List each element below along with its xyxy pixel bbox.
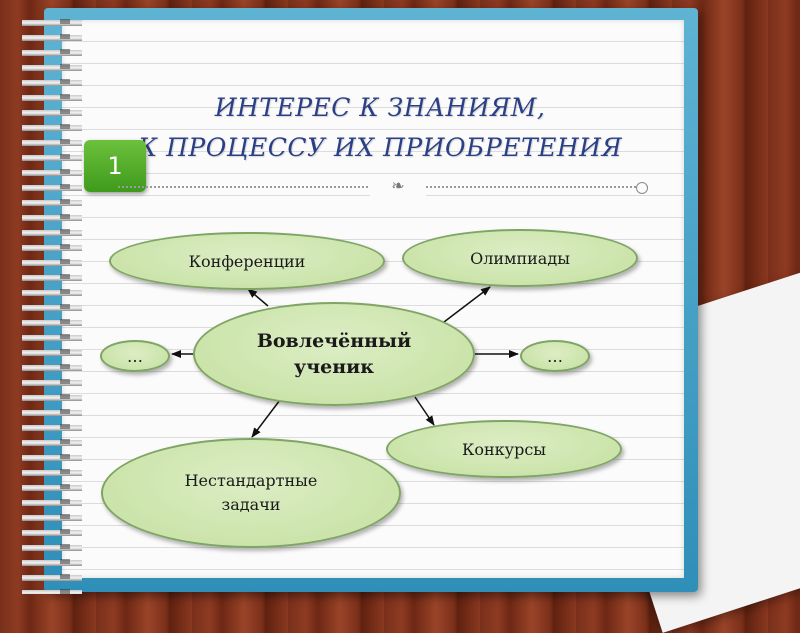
node-nonstandard-tasks: Нестандартные задачи — [101, 438, 401, 548]
spiral-holes — [60, 14, 70, 594]
divider-ornament-icon: ❧ — [370, 176, 426, 196]
divider-end-dot — [636, 182, 648, 194]
title-line-1: ИНТЕРЕС К ЗНАНИЯМ, — [214, 93, 546, 122]
node-right-more: … — [520, 340, 590, 372]
node-olympiads: Олимпиады — [402, 229, 638, 287]
diagram-arrows — [171, 286, 519, 438]
slide-number-badge: 1 — [84, 140, 146, 192]
slide-title: ИНТЕРЕС К ЗНАНИЯМ, К ПРОЦЕССУ ИХ ПРИОБРЕ… — [100, 88, 660, 168]
arrow-to-nonstandard — [251, 395, 284, 438]
title-line-2: К ПРОЦЕССУ ИХ ПРИОБРЕТЕНИЯ — [137, 133, 623, 162]
notebook-page — [62, 20, 684, 578]
node-left-more: … — [100, 340, 170, 372]
arrow-to-contests — [414, 396, 435, 426]
node-center-engaged-student: Вовлечённый ученик — [193, 302, 475, 406]
spiral-binding — [22, 14, 82, 594]
node-contests: Конкурсы — [386, 420, 622, 478]
arrow-to-conferences — [247, 288, 269, 307]
node-conferences: Конференции — [109, 232, 385, 290]
arrow-to-olympiads — [443, 286, 491, 323]
